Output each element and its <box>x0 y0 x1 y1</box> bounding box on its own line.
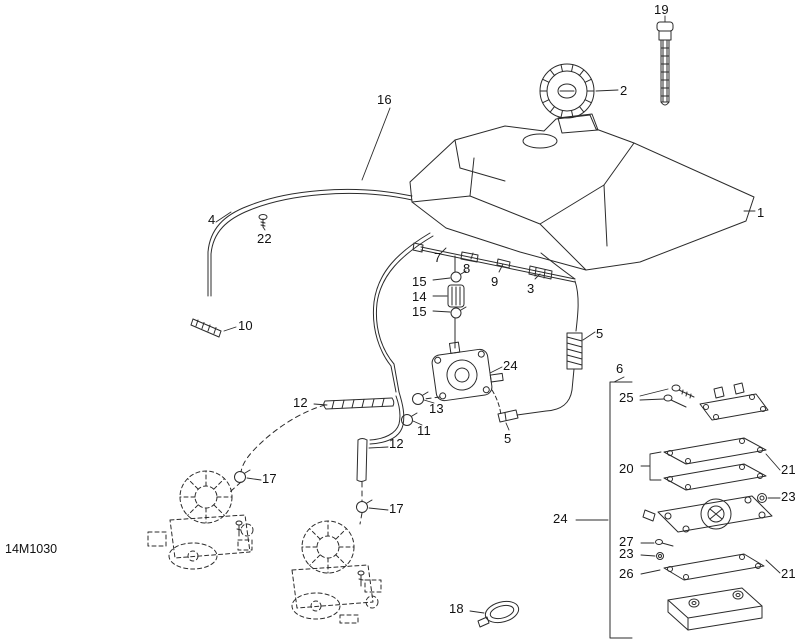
carburetor-left <box>147 470 254 570</box>
callout-27: 27 <box>619 534 634 549</box>
callout-5b: 5 <box>504 431 512 446</box>
inline-filter-spring <box>516 332 583 416</box>
pump-exploded-stack <box>609 381 773 639</box>
callout-21b: 21 <box>781 566 796 581</box>
callout-5a: 5 <box>596 326 604 341</box>
callout-20: 20 <box>619 461 634 476</box>
check-valve <box>491 389 519 423</box>
fuel-tube-12a <box>323 397 395 410</box>
callout-23b: 23 <box>619 546 634 561</box>
diagram-code: 14M1030 <box>5 542 58 556</box>
carburetor-right <box>291 520 382 624</box>
callout-13: 13 <box>429 401 444 416</box>
screw-27 <box>655 539 674 547</box>
callout-15a: 15 <box>412 274 427 289</box>
hose-10 <box>190 318 222 338</box>
callout-9: 9 <box>491 274 499 289</box>
callout-25: 25 <box>619 390 634 405</box>
screw-22 <box>258 214 268 228</box>
pump-body <box>642 495 773 533</box>
hose-clamps <box>234 391 429 513</box>
carburetor-left-screw <box>235 520 243 537</box>
callout-8: 8 <box>463 261 471 276</box>
clamp-sleeve-stack <box>447 255 467 349</box>
gasket-plates-20 <box>663 437 767 491</box>
leader-lines <box>215 15 781 614</box>
fuel-pump <box>431 341 504 402</box>
callout-4: 4 <box>208 212 216 227</box>
callout-21a: 21 <box>781 462 796 477</box>
callout-24b: 24 <box>553 511 568 526</box>
washer-23b <box>656 552 664 560</box>
callout-12b: 12 <box>389 436 404 451</box>
callout-26: 26 <box>619 566 634 581</box>
callout-22: 22 <box>257 231 272 246</box>
callout-19: 19 <box>654 2 669 17</box>
callout-3: 3 <box>527 281 535 296</box>
callout-6: 6 <box>616 361 624 376</box>
fuel-cap <box>539 63 595 119</box>
callout-2: 2 <box>620 83 628 98</box>
screws-25 <box>663 384 695 408</box>
fuel-tank <box>409 113 755 271</box>
callout-11: 11 <box>417 423 431 438</box>
hose-routing-dashed <box>229 396 441 525</box>
ring-18 <box>477 600 520 628</box>
callout-7: 7 <box>434 250 442 265</box>
callout-18: 18 <box>449 601 464 616</box>
washer-23a <box>757 493 767 503</box>
carburetor-right-screw <box>357 570 365 587</box>
callout-17a: 17 <box>262 471 277 486</box>
callout-17b: 17 <box>389 501 404 516</box>
callout-23a: 23 <box>781 489 796 504</box>
callout-14: 14 <box>412 289 427 304</box>
callout-15b: 15 <box>412 304 427 319</box>
callout-10: 10 <box>238 318 253 333</box>
gasket-26 <box>663 553 765 581</box>
fuel-line-main <box>369 232 434 445</box>
fuel-line-left <box>207 189 413 297</box>
callout-1: 1 <box>757 205 765 220</box>
callout-24a: 24 <box>503 358 518 373</box>
callout-12a: 12 <box>293 395 308 410</box>
pump-cover-top <box>699 382 769 421</box>
fuel-tube-12b <box>356 438 368 482</box>
flange-bottom <box>667 587 763 631</box>
dipstick <box>656 21 674 106</box>
callout-16: 16 <box>377 92 392 107</box>
